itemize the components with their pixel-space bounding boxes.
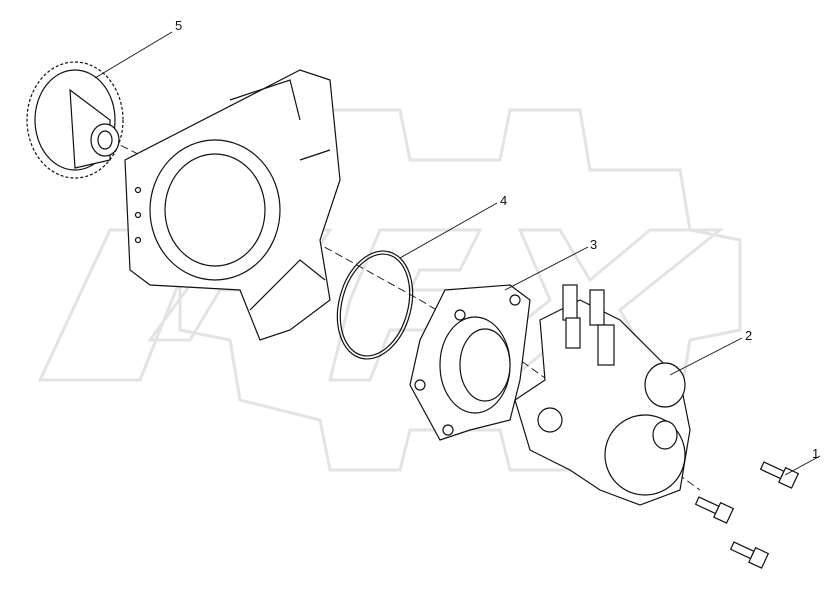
callout-1: 1	[812, 446, 819, 461]
bolts	[694, 461, 800, 569]
callout-2: 2	[745, 328, 752, 343]
drive-gear	[26, 61, 124, 179]
o-ring	[336, 250, 414, 360]
callout-4: 4	[500, 193, 507, 208]
high-pressure-pump	[514, 284, 691, 506]
callout-5: 5	[175, 18, 182, 33]
callouts: 5 4 3 2 1	[94, 18, 821, 476]
callout-3: 3	[590, 237, 597, 252]
mounting-plate	[409, 284, 531, 441]
gear-housing	[124, 69, 341, 341]
